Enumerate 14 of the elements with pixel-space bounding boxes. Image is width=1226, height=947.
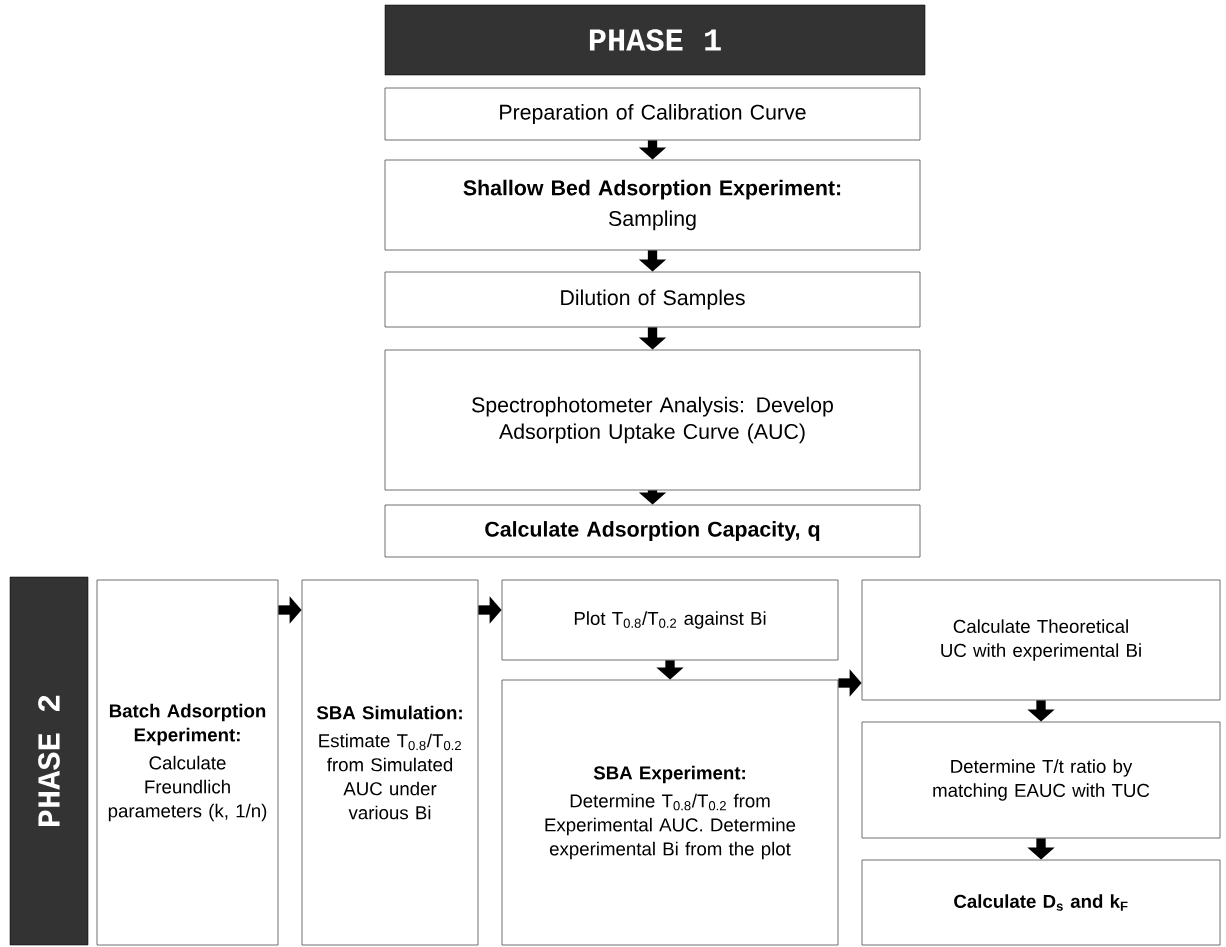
process-box: Determine T/t ratio by matching EAUC with TUC [861, 721, 1221, 839]
process-box: Calculate Theoretical UC with experimental Bi [861, 579, 1221, 701]
process-box: Shallow Bed Adsorption Experiment: Sampling [384, 159, 921, 251]
process-box: Preparation of Calibration Curve [384, 87, 921, 141]
phase-banner: PHASE 1 [384, 4, 926, 76]
process-box: Plot T$_{0.8}$/T$_{0.2}$ against Bi [501, 579, 839, 661]
process-box: SBA Experiment: Determine T$_{0.8}$/T$_{0.2}$ from Experimental AUC. Determine experimental Bi from the plot [501, 679, 839, 946]
process-box: SBA Simulation: Estimate T$_{0.8}$/T$_{0.2}$ from Simulated AUC under various Bi [301, 579, 479, 946]
process-box: Batch Adsorption Experiment: Calculate Freundlich parameters (k, 1/n) [96, 579, 279, 946]
process-box: Spectrophotometer Analysis: Develop Adsorption Uptake Curve (AUC) [384, 349, 921, 491]
process-box: Dilution of Samples [384, 271, 921, 328]
process-box: Calculate Adsorption Capacity, q [384, 504, 921, 558]
phase-banner: PHASE 2 [9, 576, 89, 946]
process-box: Calculate D$_{s}$ and k$_{F}$ [861, 859, 1221, 946]
